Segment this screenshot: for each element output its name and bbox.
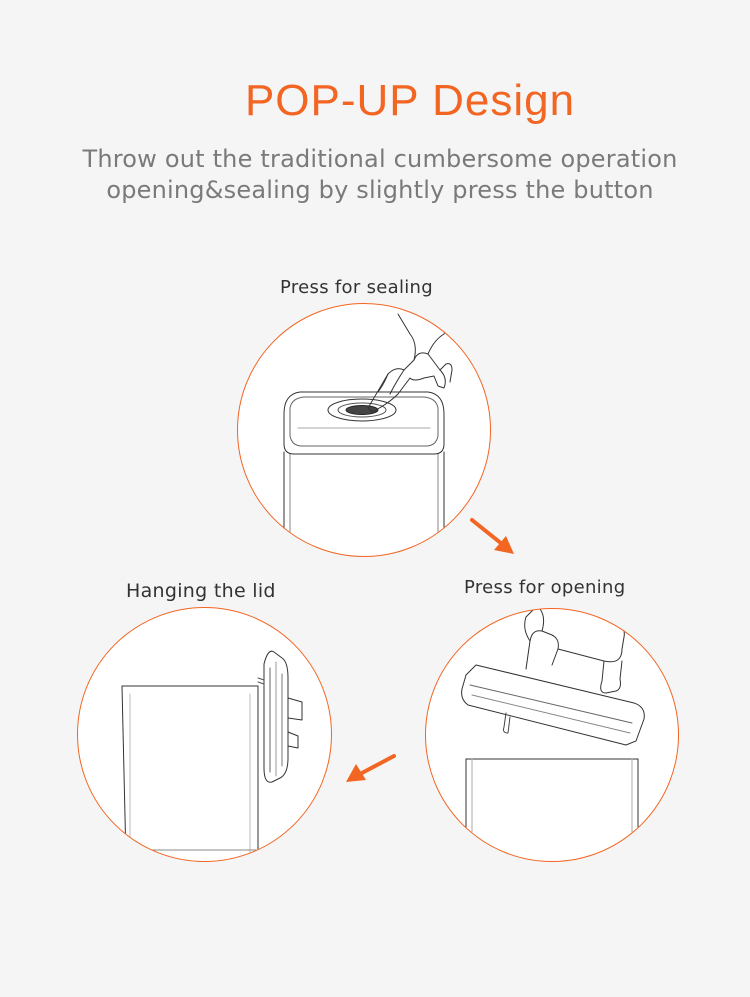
container-press-seal-drawing	[283, 313, 453, 556]
subtitle-line-2: opening&sealing by slightly press the bu…	[106, 176, 654, 204]
step-opening-label: Press for opening	[464, 577, 626, 598]
step-hanging-illustration	[77, 607, 332, 862]
page-title: POP-UP Design	[244, 76, 576, 125]
step-opening-illustration	[425, 608, 679, 862]
lid-lifting-drawing	[461, 609, 645, 861]
subtitle-line-1: Throw out the traditional cumbersome ope…	[82, 145, 678, 173]
arrow-down-right-icon	[470, 518, 514, 554]
lid-hanging-drawing	[121, 650, 303, 861]
arrow-down-left-icon	[346, 754, 396, 782]
step-sealing-label: Press for sealing	[280, 277, 433, 298]
step-hanging-label: Hanging the lid	[126, 580, 276, 602]
step-sealing-illustration	[237, 303, 491, 557]
